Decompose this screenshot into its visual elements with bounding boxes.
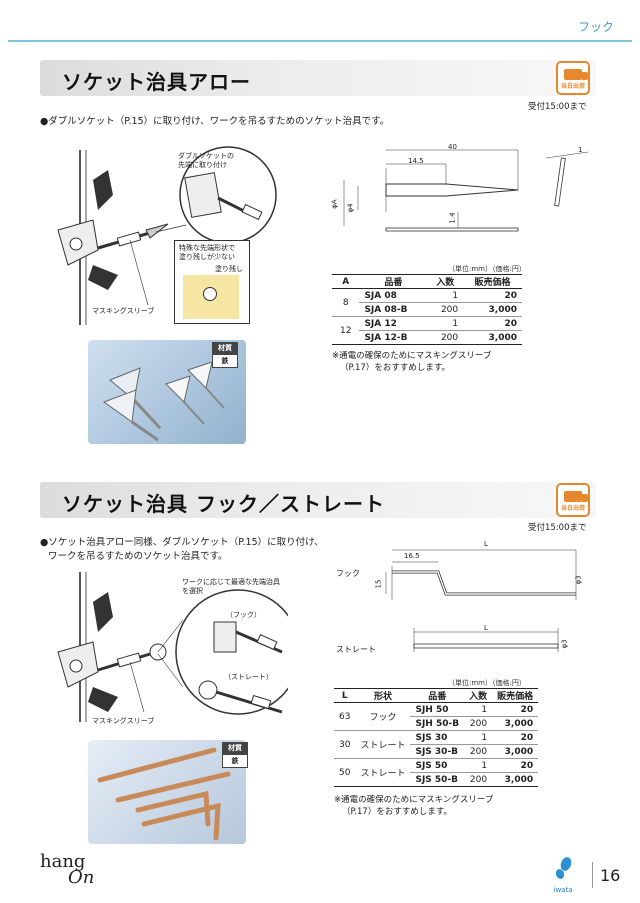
dim-1: 1	[578, 146, 583, 154]
section2-material: 材質 鉄	[222, 742, 248, 768]
same-day-shipping-badge: 当日出荷	[556, 61, 590, 95]
page-number: 16	[600, 866, 621, 885]
table-row: SJA 08-B 200 3,000	[332, 302, 522, 317]
section1-unit: （単位:mm）（価格:円）	[448, 265, 526, 273]
paint-area	[183, 275, 239, 319]
dim-14-5: 14.5	[408, 157, 424, 165]
section1-note: ※通電の確保のためにマスキングスリーブ （P.17）をおすすめします。	[332, 351, 492, 373]
section1-title: ソケット治具アロー	[62, 70, 251, 94]
dim-phi-a: φA	[330, 199, 339, 209]
truck-icon	[564, 69, 588, 80]
section2-description: ●ソケット治具アロー同様、ダブルソケット（P.15）に取り付け、 ワークを吊るす…	[40, 537, 324, 562]
truck-icon	[564, 491, 588, 502]
section1-cutoff: 受付15:00まで	[528, 102, 587, 112]
section2-title: ソケット治具 フック／ストレート	[62, 492, 385, 516]
section1-spec-table: A 品番 入数 販売価格 8 SJA 08 1 20 SJA 08-B 200 …	[332, 274, 522, 345]
section1-callout-top: ダブルソケットの 先端に取り付け	[178, 152, 234, 169]
section2-unit: （単位:mm）（価格:円）	[448, 679, 526, 687]
iwata-logo	[555, 857, 572, 879]
section1-arrow-drawing	[343, 149, 589, 232]
dim-40: 40	[448, 143, 457, 151]
hook-drawing-label: フック	[336, 569, 360, 578]
section1-illustration	[57, 146, 277, 325]
table-row: 8 SJA 08 1 20	[332, 288, 522, 317]
table-row: SJS 30-B 200 3,000	[334, 744, 539, 759]
table-row: 50 ストレート SJS 50 1 20	[334, 758, 539, 787]
table-row: SJS 50-B 200 3,000	[334, 772, 539, 787]
table-row: SJA 12-B 200 3,000	[332, 330, 522, 345]
section1-description: ●ダブルソケット（P.15）に取り付け、ワークを吊るすためのソケット治具です。	[40, 116, 390, 127]
table-row: 30 ストレート SJS 30 1 20	[334, 730, 539, 759]
table-row: SJH 50-B 200 3,000	[334, 716, 539, 731]
brand-logo: hang On	[40, 851, 95, 888]
section2-hook-straight-drawing	[385, 549, 577, 652]
section2-title-bar: ソケット治具 フック／ストレート 当日出荷	[40, 482, 596, 518]
same-day-shipping-badge: 当日出荷	[556, 483, 590, 517]
section2-spec-table: L 形状 品番 入数 販売価格 63 フック SJH 50 1 20 SJH 5…	[334, 688, 539, 787]
header-divider	[8, 40, 632, 42]
dim-1-4: 1.4	[448, 212, 457, 224]
section1-title-bar: ソケット治具アロー 当日出荷	[40, 60, 596, 96]
table-row: 63 フック SJH 50 1 20	[334, 702, 539, 731]
dim-l-hook: L	[484, 540, 488, 548]
table-row: 12 SJA 12 1 20	[332, 316, 522, 345]
hole-icon	[203, 287, 217, 301]
dim-phi-4: φ4	[346, 203, 355, 213]
section2-callout-hook: （フック）	[226, 611, 261, 619]
dim-l-straight: L	[484, 624, 488, 632]
hook-straight-jig-photo	[88, 740, 246, 844]
section2-callout-top: ワークに応じて最適な先端治具 を選択	[182, 578, 280, 595]
section2-callout-straight: （ストレート）	[224, 673, 273, 681]
header-category: フック	[577, 20, 614, 34]
section1-detail-box: 特殊な先端形状で 塗り残しが少ない 塗り残し	[174, 240, 250, 324]
dim-phi-3-straight: φ3	[560, 639, 569, 649]
straight-drawing-label: ストレート	[336, 645, 376, 654]
section2-illustration	[57, 572, 288, 722]
section1-sleeve-label: マスキングスリーブ	[92, 307, 155, 315]
maker-name: iwata	[553, 886, 573, 894]
section1-material: 材質 鉄	[212, 342, 238, 368]
footer-separator	[592, 862, 593, 888]
dim-16-5: 16.5	[404, 552, 420, 560]
section2-note: ※通電の確保のためにマスキングスリーブ （P.17）をおすすめします。	[334, 795, 494, 817]
dim-phi-3-hook: φ3	[574, 575, 583, 585]
section2-sleeve-label: マスキングスリーブ	[92, 717, 155, 725]
dim-15: 15	[374, 579, 383, 589]
section2-cutoff: 受付15:00まで	[528, 523, 587, 533]
